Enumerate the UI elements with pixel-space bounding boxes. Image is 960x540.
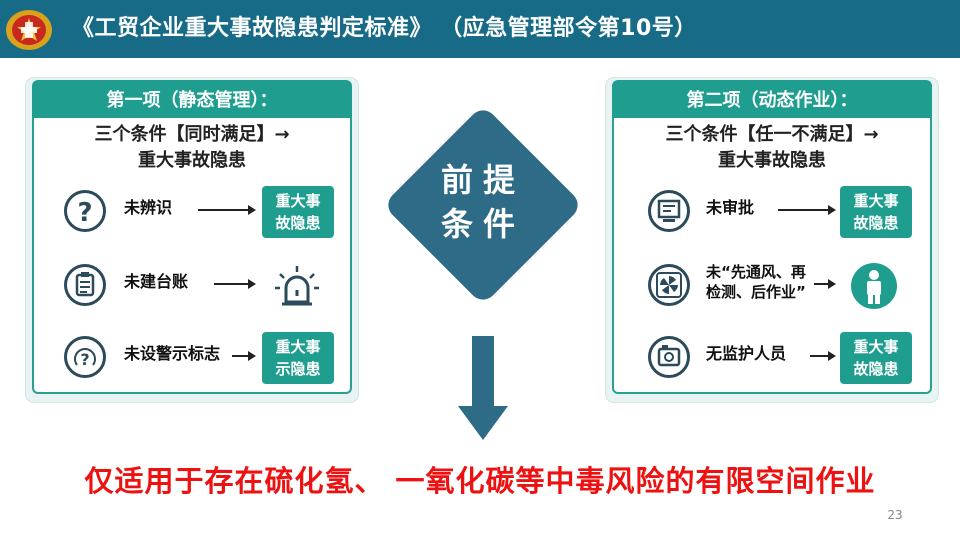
result-badge: 重大事 故隐患 [262,186,334,238]
condition-line-2: 重大事故隐患 [138,150,246,171]
row-label: 未辨识 [124,198,173,217]
result-line-2: 故隐患 [275,214,321,232]
row-label: 未设警示标志 [124,344,221,363]
panel-heading: 第二项（动态作业）： [612,80,932,118]
svg-text:?: ? [80,350,89,369]
row-label: 无监护人员 [706,344,787,363]
right-arrow-icon [810,351,836,361]
condition-line-1: 三个条件【同时满足】→ [94,124,290,145]
scope-note: 仅适用于存在硫化氢、 一氧化碳等中毒风险的有限空间作业 [84,464,876,498]
premise-diamond [388,110,578,300]
result-badge: 重大事 示隐患 [262,332,334,384]
page-title: 《工贸企业重大事故隐患判定标准》 （应急管理部令第10号） [72,16,697,41]
right-arrow-icon [778,205,836,215]
page-number: 23 [887,508,903,522]
down-arrow-icon [458,336,508,440]
result-line-2: 故隐患 [853,214,899,232]
result-line-1: 重大事 [275,192,321,210]
row-label: 未审批 [706,198,755,217]
dynamic-operation-panel: 第二项（动态作业）： 三个条件【任一不满足】→ 重大事故隐患 未审批 重大事 故… [606,78,938,402]
condition-row: 未建台账 [34,258,350,318]
condition-row: 无监护人员 重大事 故隐患 [614,330,930,390]
row-label-line-1: 未“先通风、再 [706,263,806,281]
premise-line-2: 条件 [440,205,525,243]
condition-row: 未审批 重大事 故隐患 [614,184,930,244]
condition-line-2: 重大事故隐患 [718,150,826,171]
right-arrow-icon [232,351,256,361]
header-bar: 《工贸企业重大事故隐患判定标准》 （应急管理部令第10号） [0,0,960,58]
clipboard-icon [64,264,106,306]
result-badge: 重大事 故隐患 [840,186,912,238]
right-arrow-icon [198,205,256,215]
condition-row: ? 未设警示标志 重大事 示隐患 [34,330,350,390]
warning-sign-icon: ? [64,336,106,378]
panel-body: 三个条件【任一不满足】→ 重大事故隐患 未审批 重大事 故隐患 [612,118,932,394]
emblem-logo-icon [6,10,52,50]
premise-line-1: 前提 [440,161,525,199]
condition-row: ? 未辨识 重大事 故隐患 [34,184,350,244]
svg-text:?: ? [77,198,92,228]
condition-line-1: 三个条件【任一不满足】→ [665,124,879,145]
right-arrow-icon [814,279,836,289]
condition-row: 未“先通风、再 检测、后作业” [614,258,930,318]
result-badge: 重大事 故隐患 [840,332,912,384]
result-line-1: 重大事 [853,338,899,356]
result-line-1: 重大事 [853,192,899,210]
result-line-2: 故隐患 [853,360,899,378]
person-icon [851,263,897,309]
question-mark-icon: ? [64,190,106,232]
static-management-panel: 第一项（静态管理）： 三个条件【同时满足】→ 重大事故隐患 ? 未辨识 重大事 … [26,78,358,402]
result-line-2: 示隐患 [275,360,321,378]
right-arrow-icon [214,279,256,289]
result-line-1: 重大事 [275,338,321,356]
premise-label: 前提 条件 [378,158,588,246]
alarm-light-icon [275,266,319,306]
row-label: 未建台账 [124,272,189,291]
row-label: 未“先通风、再 检测、后作业” [706,262,806,302]
panel-heading: 第一项（静态管理）： [32,80,352,118]
approval-document-icon [648,190,690,232]
row-label-line-2: 检测、后作业” [706,283,806,301]
camera-monitor-icon [648,336,690,378]
ventilation-fan-icon [648,264,690,306]
panel-body: 三个条件【同时满足】→ 重大事故隐患 ? 未辨识 重大事 故隐患 [32,118,352,394]
